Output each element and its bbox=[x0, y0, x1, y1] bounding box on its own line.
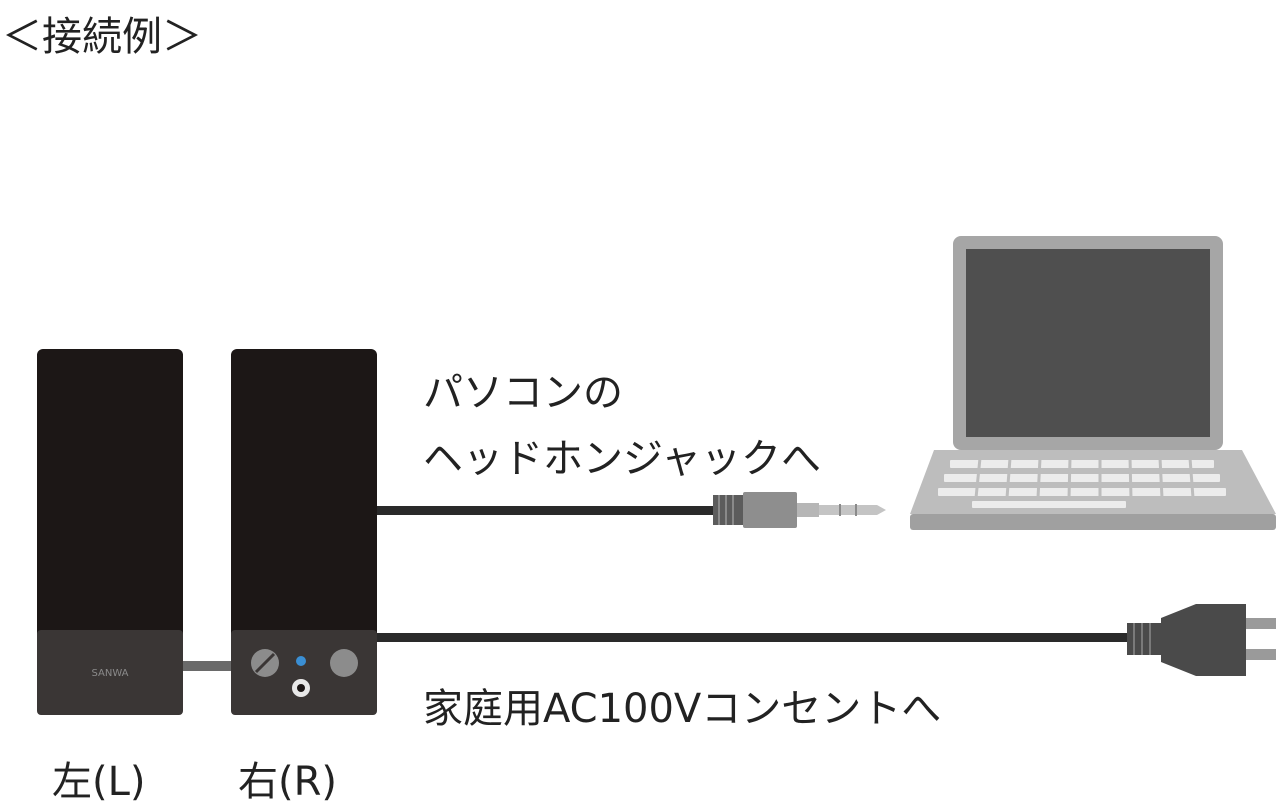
right-speaker-label: 右(R) bbox=[238, 759, 338, 805]
laptop-icon bbox=[910, 236, 1276, 530]
outlet-label: 家庭用AC100Vコンセントへ bbox=[423, 686, 942, 732]
power-led-icon bbox=[296, 656, 306, 666]
speaker-logo: SANWA bbox=[91, 668, 128, 679]
audio-plug-icon bbox=[713, 492, 886, 528]
headphone-jack-icon bbox=[292, 679, 310, 697]
diagram-title: ＜接続例＞ bbox=[2, 14, 202, 60]
headphone-jack-label-line1: パソコンの bbox=[423, 370, 623, 416]
speaker-link-cable bbox=[183, 661, 233, 671]
power-cable bbox=[377, 633, 1130, 642]
ac-plug-icon bbox=[1127, 604, 1276, 676]
headphone-jack-label-line2: ヘッドホンジャックへ bbox=[423, 436, 821, 482]
volume-knob-icon bbox=[251, 649, 279, 677]
left-speaker: SANWA bbox=[37, 349, 183, 715]
right-speaker bbox=[231, 349, 377, 715]
audio-cable bbox=[377, 506, 713, 515]
power-button-icon bbox=[330, 649, 358, 677]
left-speaker-label: 左(L) bbox=[52, 759, 146, 805]
